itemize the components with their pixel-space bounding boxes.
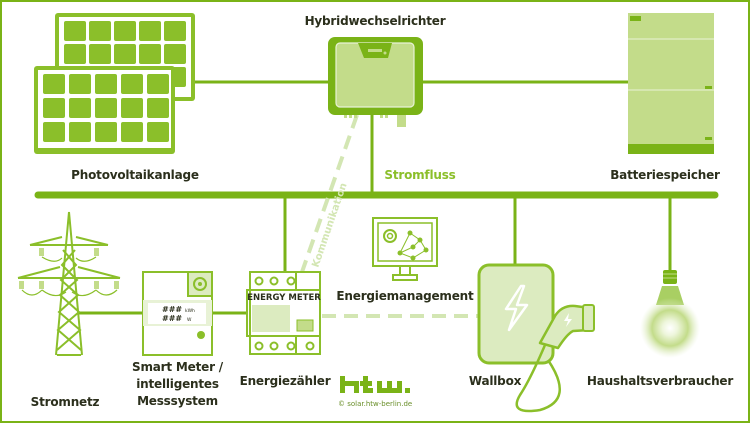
solar-cell [69,122,91,142]
smart-meter-display-value-1: ### [162,305,182,314]
solar-panel-icon [34,13,195,154]
smart-meter-display-value-2: ### [162,314,182,323]
solar-cell [147,74,169,94]
smart-meter-display-unit-1: kWh [185,308,195,314]
solar-cell [64,21,86,41]
smart-meter-label-line-2: intelligentes [136,377,219,391]
battery-label: Batteriespeicher [610,168,720,182]
smart-meter-label-line-1: Smart Meter / [132,360,223,374]
energy-meter-device-text: ENERGY METER [247,293,321,303]
copyright-text: © solar.htw-berlin.de [338,400,413,408]
solar-cell [139,21,161,41]
battery-icon [628,13,714,154]
solar-cell [89,21,111,41]
power-lines [34,80,719,315]
wallbox-label: Wallbox [468,374,522,388]
ems-label: Energiemanagement [336,289,474,303]
grid-label: Stromnetz [30,395,100,409]
smart-meter-icon: ### kWh ### W [142,271,213,356]
solar-cell [43,122,65,142]
solar-cell [114,21,136,41]
solar-cell [69,98,91,118]
solar-cell [43,98,65,118]
solar-cell [95,98,117,118]
energy-meter-icon: ENERGY METER [246,271,321,355]
smart-meter-label: Smart Meter / intelligentes Messsystem [125,359,230,410]
solar-cell [121,122,143,142]
solar-cell [139,44,161,64]
solar-cell [89,44,111,64]
inverter-icon [328,37,423,127]
monitor-gear-icon [372,217,438,281]
solar-cell [43,74,65,94]
smart-meter-label-line-3: Messsystem [137,394,218,408]
solar-cell [114,44,136,64]
light-bulb-icon [640,270,700,358]
communication-line-inverter [300,114,359,273]
smart-meter-display-unit-2: W [187,317,192,323]
solar-cell [147,98,169,118]
solar-cell [69,74,91,94]
communication-lines [300,114,480,318]
htw-logo-icon [340,376,410,393]
solar-cell [121,74,143,94]
solar-cell [95,74,117,94]
ev-charger-icon [477,263,595,413]
inverter-label: Hybridwechselrichter [304,14,446,28]
pv-label: Photovoltaikanlage [71,168,199,182]
solar-cell [147,122,169,142]
solar-cell [121,98,143,118]
solar-cell [64,44,86,64]
solar-cell [95,122,117,142]
power-pylon-icon [17,211,121,356]
solar-cell [164,44,186,64]
solar-cell [164,21,186,41]
energy-meter-label: Energiezähler [239,374,331,388]
household-label: Haushaltsverbraucher [586,374,734,388]
power-flow-label: Stromfluss [384,168,456,182]
